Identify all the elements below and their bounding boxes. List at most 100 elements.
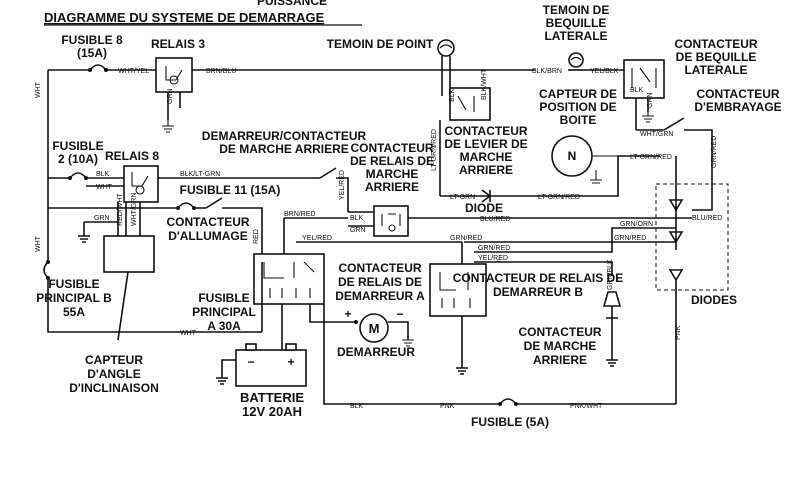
contacteur-levier-label-1: CONTACTEUR: [444, 124, 527, 138]
wire-blk-bottom: [323, 304, 500, 405]
fusible5-terminal-a: [498, 402, 502, 406]
demarreur-motor-icon: [359, 313, 389, 343]
wire-label-blk-bottom: BLK: [350, 403, 364, 410]
contacteur-levier-label-2: DE LEVIER DE: [444, 137, 527, 151]
fusible5-label: FUSIBLE (5A): [471, 415, 549, 429]
contacteur-allumage-label-2: D'ALLUMAGE: [168, 229, 248, 243]
capteur-position-symbol: N: [568, 149, 577, 163]
wire-label-brn-blu: BRN/BLU: [206, 68, 236, 75]
wire-label-brn-red: BRN/RED: [284, 211, 316, 218]
wire-label-pnk-bottom: PNK: [440, 403, 455, 410]
temoin-point-label: TEMOIN DE POINT: [327, 37, 434, 51]
wire-label-blk-levier: BLK: [449, 88, 456, 102]
contacteur-relais-ma-label-1: CONTACTEUR: [350, 141, 433, 155]
wire-label-wht-grn2: WHT/GRN: [131, 193, 138, 226]
fusible-principal-b-icon: [43, 261, 49, 279]
fusible2-terminal-a: [68, 176, 72, 180]
capteur-position-label-1: CAPTEUR DE: [539, 87, 617, 101]
relais3-coil-icon: [169, 75, 179, 85]
wire-label-wht-left2: WHT: [35, 235, 42, 252]
contacteur-relais-ma-box: [373, 205, 409, 237]
wire-yel-red-right: [474, 261, 613, 276]
wire-label-grn-red-3: GRN/RED: [450, 235, 482, 242]
fusible-principal-b-label-1: FUSIBLE: [48, 277, 99, 291]
temoin-bequille-label-3: LATERALE: [544, 29, 607, 43]
contacteur-marche-arriere-label-1: CONTACTEUR: [518, 325, 601, 339]
wire-label-blk-bequille: BLK: [630, 87, 644, 94]
diode-label: DIODE: [465, 201, 503, 215]
capteur-angle-pointer: [117, 271, 129, 341]
wire-lt-grn-red-right: [498, 155, 660, 197]
diode-2-icon: [668, 231, 684, 244]
demarreur-contacteur-label-2: DE MARCHE ARRIERE: [219, 142, 349, 156]
wire-label-blu-red: BLU/RED: [480, 216, 510, 223]
wire-wht-bottom: [47, 278, 262, 333]
contacteur-bequille-ground-icon: [642, 112, 654, 123]
capteur-angle-label-1: CAPTEUR: [85, 353, 143, 367]
wire-to-motor: [309, 304, 356, 323]
batterie-label-2: 12V 20AH: [242, 404, 302, 419]
contacteur-marche-arriere-ground-icon: [606, 306, 618, 367]
contacteur-relais-b-label-2: DEMARREUR B: [493, 285, 583, 299]
capteur-position-ground-icon: [590, 155, 618, 184]
fusible11-label: FUSIBLE 11 (15A): [180, 183, 281, 197]
contacteur-relais-b-box: [429, 263, 487, 317]
wire-label-blk-relais-ma: BLK: [350, 215, 364, 222]
contacteur-relais-b-contact-icon: [439, 272, 469, 291]
motor-ground-wire: [388, 321, 409, 340]
temoin-bequille-filament-icon: [570, 56, 582, 61]
contacteur-allumage-switch-icon: [205, 197, 263, 262]
temoin-bequille-label-2: BEQUILLE: [546, 16, 607, 30]
contacteur-marche-arriere-icon: [602, 291, 622, 307]
wire-label-wht-bottom: WHT: [180, 330, 197, 337]
relais3-label: RELAIS 3: [151, 37, 205, 51]
fusible-principal-a-label-2: PRINCIPAL: [192, 305, 256, 319]
wire-label-lt-grn-red-3: LT-GRN/RED: [630, 154, 672, 161]
demarreur-contacteur-switch-icon: [319, 167, 349, 212]
wire-label-red: RED: [253, 229, 260, 244]
relais8-box: [123, 165, 159, 203]
motor-ground-icon: [402, 339, 414, 347]
wire-label-grn-bequille: GRN: [647, 92, 654, 108]
fusible8-terminal-a: [88, 68, 92, 72]
capteur-angle-label-2: D'ANGLE: [87, 367, 141, 381]
wire-label-lt-grn-red-2: LT-GRN/RED: [538, 194, 580, 201]
batterie-ground-icon: [216, 359, 236, 385]
relais3-contact-icon: [165, 66, 183, 81]
relais3-lower-wires: [167, 92, 181, 120]
fusible8-label-2: (15A): [77, 46, 107, 60]
wire-label-blk-brn: BLK/BRN: [532, 68, 562, 75]
wire-label-wht-relais8: WHT: [96, 184, 113, 191]
diodes-label: DIODES: [691, 293, 737, 307]
batterie-terminal-minus: [245, 343, 257, 351]
wire-label-wht-left: WHT: [35, 81, 42, 98]
contacteur-relais-a-label-1: CONTACTEUR: [338, 261, 421, 275]
capteur-position-label-2: POSITION DE: [539, 100, 616, 114]
demarreur-motor-symbol: M: [369, 321, 380, 336]
top-cut-text: PUISSANCE: [257, 0, 327, 8]
wire-grn-red-2: [474, 227, 676, 253]
wire-label-lt-grn: LT-GRN: [450, 194, 475, 201]
diodes-internal-wires: [675, 156, 713, 250]
wire-brn-red: [283, 217, 348, 254]
diagram-title: DIAGRAMME DU SYSTEME DE DEMARRAGE: [44, 10, 325, 25]
capteur-angle-wires: [117, 202, 141, 236]
wire-label-grn-blk: GRN/BLK: [607, 259, 614, 290]
contacteur-relais-a-label-2: DE RELAIS DE: [338, 275, 422, 289]
contacteur-relais-ma-coil-icon: [388, 224, 396, 232]
contacteur-relais-b-ground-icon: [456, 316, 468, 375]
diode-1-icon: [668, 199, 684, 212]
contacteur-bequille-label-1: CONTACTEUR: [674, 37, 757, 51]
contacteur-levier-contact-icon: [457, 95, 475, 112]
wire-label-yel-red-h: YEL/RED: [302, 235, 332, 242]
contacteur-bequille-lower: [635, 98, 649, 130]
wire-label-blu-diodes: BLU/RED: [692, 215, 722, 222]
contacteur-bequille-contact-icon: [631, 67, 657, 88]
wire-label-pnk: PNK: [675, 325, 682, 340]
contacteur-levier-label-4: ARRIERE: [459, 163, 513, 177]
wire-label-yel-red-right: YEL/RED: [478, 255, 508, 262]
fusible5-fuse-icon: [499, 398, 517, 405]
diode-3-icon: [668, 269, 684, 282]
contacteur-embrayage-label-2: D'EMBRAYAGE: [694, 100, 781, 114]
